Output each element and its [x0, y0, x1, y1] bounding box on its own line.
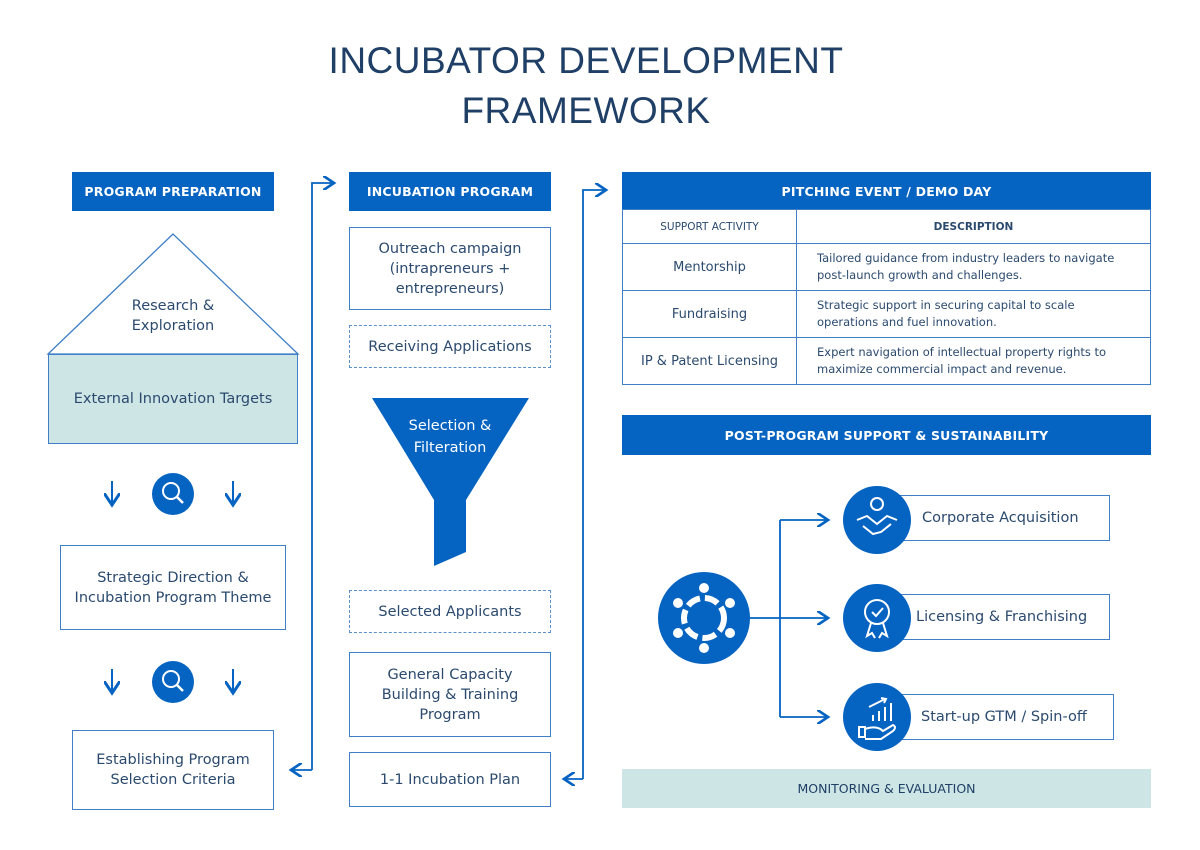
post-program-header: POST-PROGRAM SUPPORT & SUSTAINABILITY [622, 415, 1151, 455]
column-header-activity: SUPPORT ACTIVITY [622, 209, 797, 244]
program-preparation-header: PROGRAM PREPARATION [72, 172, 274, 211]
monitoring-evaluation-bar: MONITORING & EVALUATION [622, 769, 1151, 808]
activity-cell: Mentorship [622, 243, 797, 291]
description-cell: Tailored guidance from industry leaders … [796, 243, 1151, 291]
description-cell: Strategic support in securing capital to… [796, 290, 1151, 338]
outcome-startup-gtm: Start-up GTM / Spin-off [877, 694, 1114, 740]
table-row: Mentorship Tailored guidance from indust… [622, 243, 1151, 291]
incubation-program-header: INCUBATION PROGRAM [349, 172, 551, 211]
receiving-applications-box: Receiving Applications [349, 325, 551, 368]
activity-cell: IP & Patent Licensing [622, 337, 797, 385]
selected-applicants-box: Selected Applicants [349, 590, 551, 633]
funnel-shape [372, 398, 529, 566]
growth-hand-icon [843, 683, 911, 751]
activity-cell: Fundraising [622, 290, 797, 338]
incubation-plan-box: 1-1 Incubation Plan [349, 752, 551, 807]
search-icon [152, 661, 194, 703]
search-icon [152, 473, 194, 515]
community-icon [658, 572, 750, 664]
award-badge-icon [843, 584, 911, 652]
outcome-licensing-franchising: Licensing & Franchising [877, 594, 1110, 640]
pitching-event-header: PITCHING EVENT / DEMO DAY [622, 172, 1151, 210]
support-activity-table: SUPPORT ACTIVITY DESCRIPTION Mentorship … [622, 209, 1151, 385]
page-title-line1: INCUBATOR DEVELOPMENT [328, 40, 844, 81]
description-cell: Expert navigation of intellectual proper… [796, 337, 1151, 385]
selection-criteria-box: Establishing Program Selection Criteria [72, 730, 274, 810]
down-arrows [112, 481, 233, 693]
outcome-connectors [750, 520, 828, 717]
strategic-direction-box: Strategic Direction & Incubation Program… [60, 545, 286, 630]
page-title-line2: FRAMEWORK [461, 90, 711, 131]
research-exploration-label: Research & Exploration [131, 298, 215, 334]
outcome-corporate-acquisition: Corporate Acquisition [877, 495, 1110, 541]
external-innovation-targets: External Innovation Targets [48, 354, 298, 444]
table-row: IP & Patent Licensing Expert navigation … [622, 337, 1151, 385]
column-header-description: DESCRIPTION [796, 209, 1151, 244]
house-roof [46, 233, 300, 355]
capacity-building-box: General Capacity Building & Training Pro… [349, 652, 551, 737]
table-row: Fundraising Strategic support in securin… [622, 290, 1151, 338]
table-header-row: SUPPORT ACTIVITY DESCRIPTION [622, 209, 1151, 244]
connector-prep-to-incubation [291, 183, 334, 770]
handshake-icon [843, 486, 911, 554]
connector-incubation-to-pitching [564, 190, 606, 779]
selection-filteration-label: Selection & Filteration [408, 418, 492, 456]
outreach-campaign-box: Outreach campaign (intrapreneurs + entre… [349, 227, 551, 310]
